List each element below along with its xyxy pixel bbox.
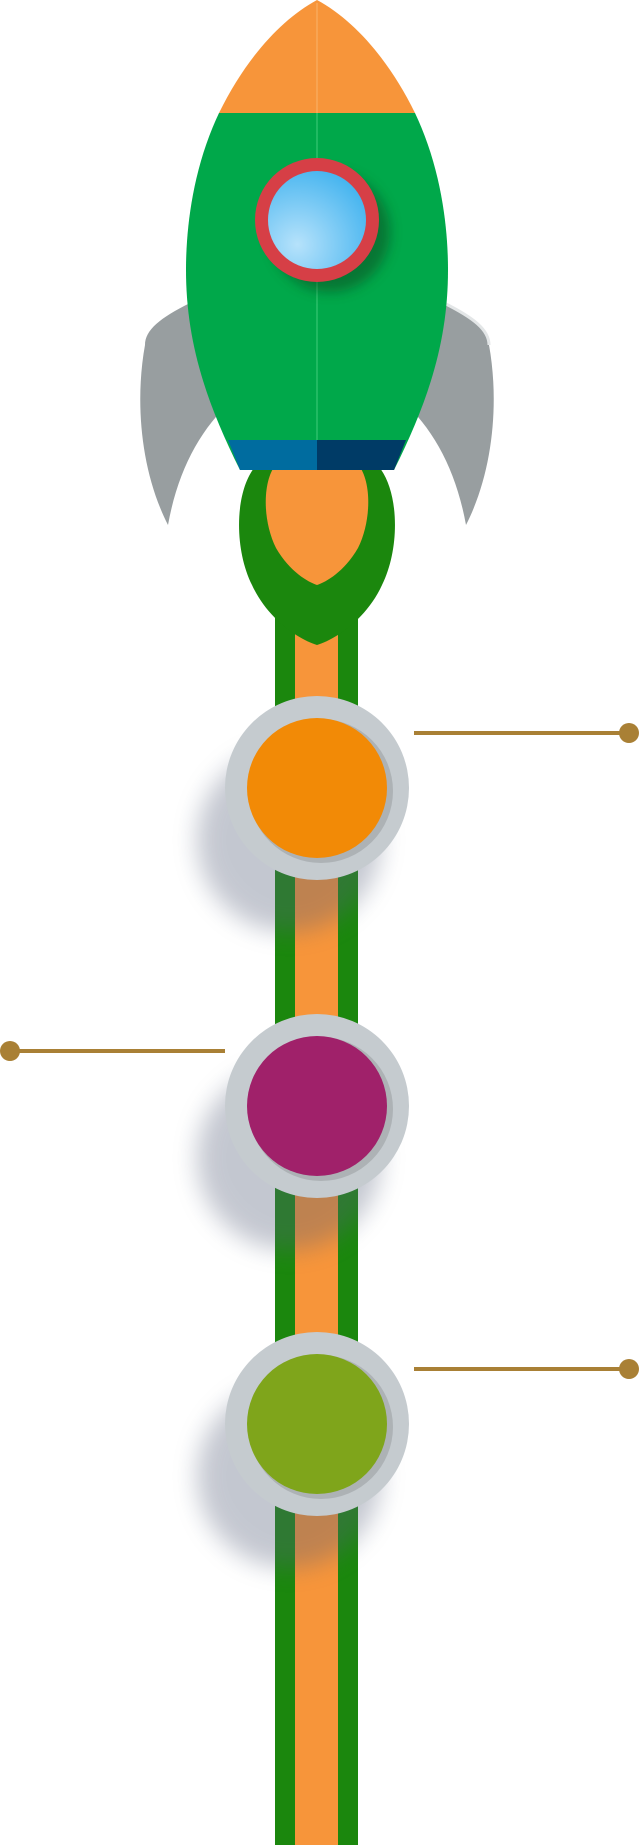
milestone-connector-dot [619,1359,639,1379]
milestone-connector-dot [619,723,639,743]
porthole-icon [255,158,390,292]
milestone-3 [197,1332,639,1568]
porthole-glass [268,171,366,269]
milestone-2 [0,1014,409,1250]
rocket-icon [140,0,494,525]
flame-inner [265,462,369,585]
milestone-connector-dot [0,1041,20,1061]
rocket-fin-highlight [443,301,491,346]
flame-icon [239,460,395,645]
milestones [0,696,639,1568]
milestone-disc [247,718,387,858]
milestone-disc [247,1354,387,1494]
milestone-1 [197,696,639,932]
milestone-disc [247,1036,387,1176]
rocket-base-left [228,440,317,470]
rocket-base-right [317,440,406,470]
